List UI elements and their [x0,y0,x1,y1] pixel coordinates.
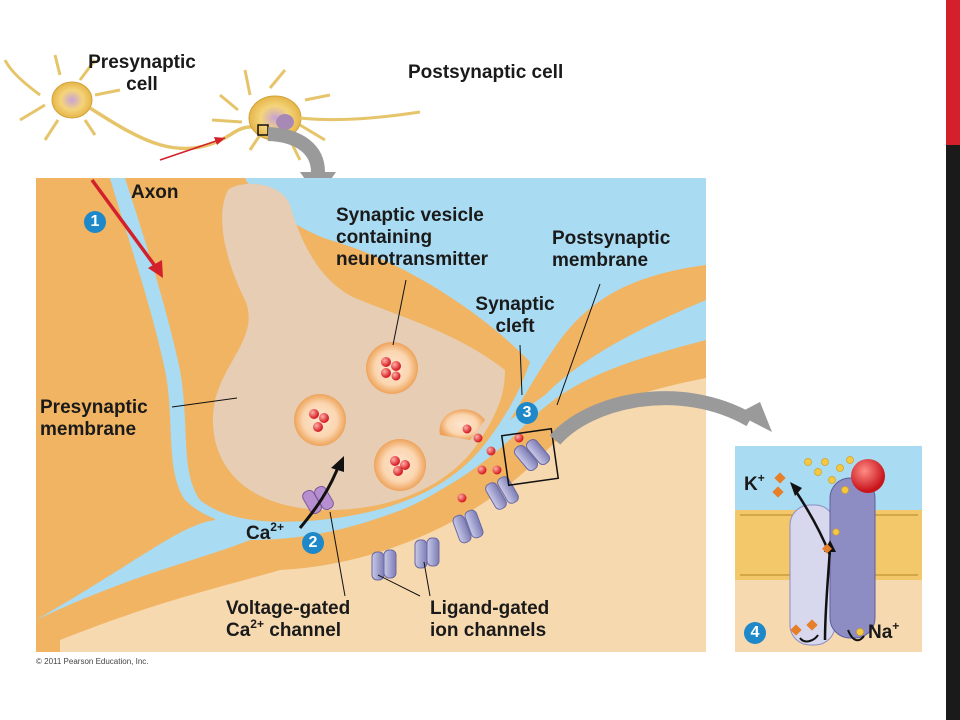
potassium-label: K+ [744,471,765,496]
voltage-gated-label: Voltage-gated Ca2+ channel [226,598,350,642]
presynaptic-cell-label-line1: Presynaptic [88,52,196,73]
synaptic-vesicle-label: Synaptic vesicle containing neurotransmi… [336,205,488,271]
zoom-arrow-top [267,127,325,173]
voltage-gated-label-charge: 2+ [250,617,264,631]
presynaptic-membrane-label-line1: Presynaptic [40,397,148,418]
action-potential-arrow [90,178,160,272]
copyright-notice: © 2011 Pearson Education, Inc. [36,657,149,666]
voltage-gated-label-line2: Ca2+ channel [226,617,350,642]
synaptic-cleft-label-line1: Synaptic [475,294,555,315]
presynaptic-membrane-label: Presynaptic membrane [40,397,148,441]
sodium-label: Na+ [868,619,900,644]
synaptic-vesicle-label-line1: Synaptic vesicle [336,205,484,226]
step-3-badge: 3 [516,402,538,424]
potassium-label-charge: + [757,471,765,485]
presynaptic-membrane-label-line2: membrane [40,419,137,440]
synaptic-cleft-label-line2: cleft [495,316,535,337]
postsynaptic-cell-label: Postsynaptic cell [408,62,564,83]
ligand-gated-label: Ligand-gated ion channels [430,598,549,642]
calcium-label-text: Ca [246,523,271,544]
synaptic-vesicles [294,342,524,503]
pointer-lines [329,279,601,597]
slide-accent-bar [946,0,960,720]
ligand-gated-label-line2: ion channels [430,620,547,641]
postsynaptic-membrane-label: Postsynaptic membrane [552,228,670,272]
postsynaptic-membrane-label-line1: Postsynaptic [552,228,671,249]
channel-inset [735,446,922,652]
step-1-badge: 1 [84,211,106,233]
potassium-label-text: K [744,474,758,495]
axon-label: Axon [131,182,179,203]
calcium-label: Ca2+ [246,520,284,545]
sodium-label-text: Na [868,622,893,643]
postsynaptic-membrane-label-line2: membrane [552,250,649,271]
step-4-badge: 4 [744,622,766,644]
calcium-label-charge: 2+ [270,520,284,534]
synaptic-vesicle-label-line3: neurotransmitter [336,249,489,270]
voltage-gated-label-line1: Voltage-gated [226,598,351,619]
synaptic-vesicle-label-line2: containing [336,227,433,248]
neuron-illustration [3,54,421,161]
voltage-gated-label-ca: Ca [226,620,251,641]
ligand-gated-channels [371,438,551,581]
presynaptic-cell-label: Presynaptic cell [72,52,212,96]
presynaptic-cell-label-line2: cell [126,74,158,95]
synaptic-cleft-label: Synaptic cleft [460,294,570,338]
ligand-gated-label-line1: Ligand-gated [430,598,550,619]
sodium-label-charge: + [892,619,900,633]
slide-accent-red [946,0,960,145]
voltage-gated-label-channel: channel [263,620,342,641]
step-2-badge: 2 [302,532,324,554]
